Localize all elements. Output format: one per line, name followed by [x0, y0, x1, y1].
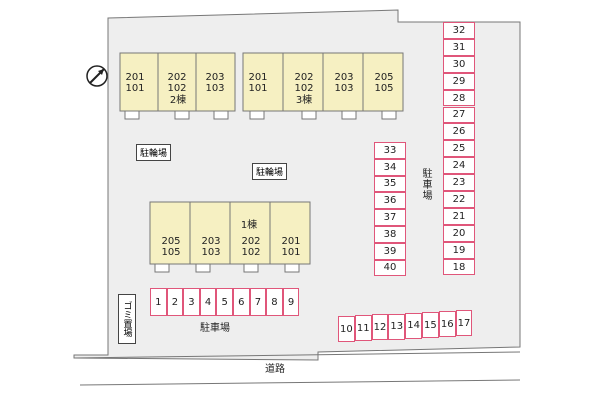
bike-parking-label: 駐輪場: [252, 163, 288, 180]
parking-stall: 13: [388, 313, 406, 340]
building-name: 3棟: [295, 95, 313, 106]
parking-stall: 25: [443, 140, 475, 158]
road-edge-bottom: [79, 379, 521, 386]
parking-stall: 23: [443, 174, 475, 191]
road-label: 道路: [265, 364, 285, 375]
parking-stall: 30: [443, 55, 475, 73]
parking-stall: 10: [338, 316, 355, 342]
parking-stall: 40: [374, 259, 406, 277]
parking-stall: 7: [249, 288, 267, 316]
parking-label-bottom: 駐車場: [200, 323, 230, 334]
parking-stall: 3: [183, 288, 200, 316]
building-name: 2棟: [169, 95, 187, 106]
parking-stall: 12: [371, 314, 389, 341]
parking-stall: 15: [422, 312, 439, 338]
parking-stall: 32: [443, 22, 475, 39]
parking-stall: 18: [443, 258, 475, 276]
parking-stall: 8: [266, 288, 283, 316]
building-name: 1棟: [240, 220, 258, 231]
parking-stall: 14: [405, 312, 422, 339]
parking-stall: 20: [443, 224, 475, 242]
parking-stall: 5: [216, 288, 233, 316]
parking-stall: 6: [233, 288, 250, 316]
building-2-body: [119, 52, 236, 112]
garbage-label: ゴミ置場: [121, 301, 132, 337]
parking-stall: 38: [374, 226, 406, 243]
parking-stall: 33: [374, 142, 406, 159]
parking-stall: 26: [443, 123, 475, 141]
parking-stall: 2: [166, 288, 184, 316]
parking-stall: 1: [150, 288, 167, 316]
parking-stall: 36: [374, 192, 406, 210]
parking-stall: 37: [374, 209, 406, 226]
parking-stall: 22: [443, 191, 475, 208]
parking-label-right: 駐車場: [420, 168, 431, 201]
parking-stall: 16: [438, 311, 456, 338]
parking-stall: 35: [374, 175, 406, 193]
parking-stall: 31: [443, 38, 475, 56]
garbage-area: ゴミ置場: [118, 294, 136, 344]
north-arrow-icon: [86, 65, 108, 87]
parking-stall: 27: [443, 106, 475, 124]
parking-stall: 39: [374, 242, 406, 260]
parking-stall: 24: [443, 157, 475, 175]
parking-stall: 28: [443, 89, 475, 107]
parking-stall: 17: [455, 310, 473, 337]
parking-stall: 4: [199, 288, 217, 316]
parking-stall: 11: [354, 315, 372, 342]
parking-stall: 29: [443, 72, 475, 90]
bike-parking-label: 駐輪場: [136, 144, 172, 161]
parking-stall: 34: [374, 158, 406, 176]
road-edge-top: [73, 351, 521, 359]
parking-stall: 19: [443, 241, 475, 259]
parking-stall: 9: [282, 288, 300, 316]
parking-stall: 21: [443, 207, 475, 225]
